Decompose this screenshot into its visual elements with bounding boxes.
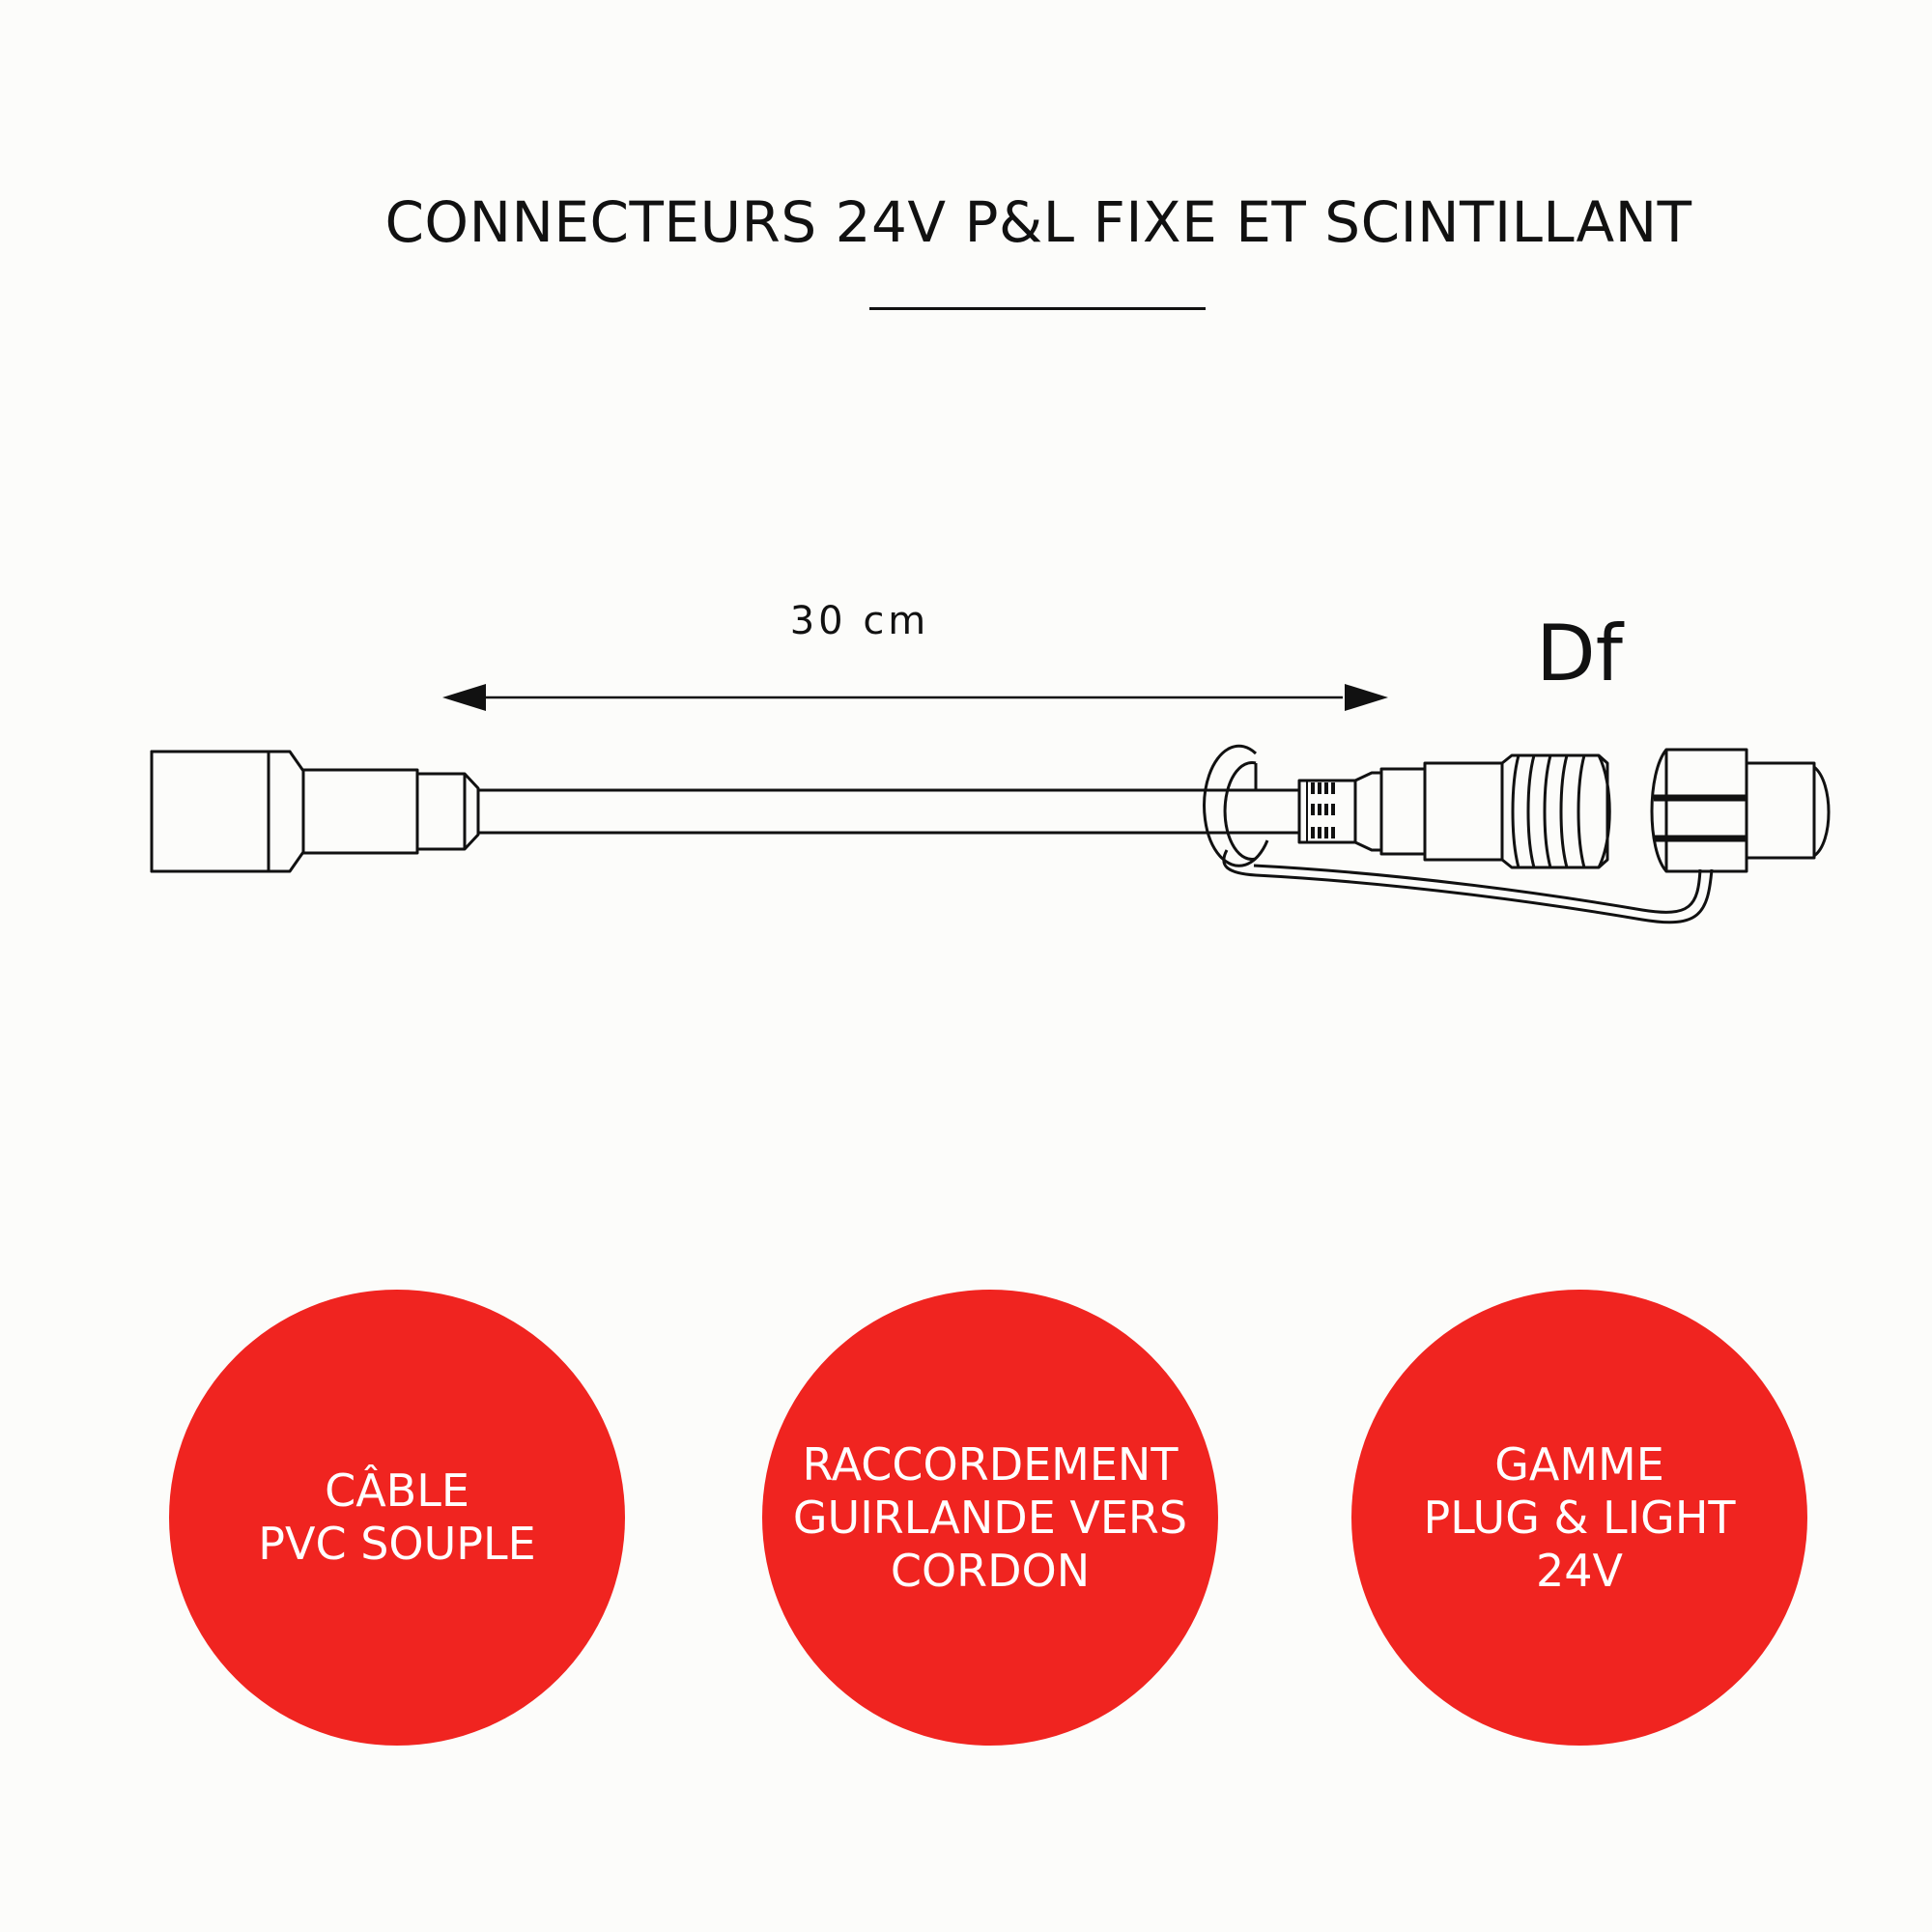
- male-connector: [1297, 753, 1611, 869]
- badge-cable-text: CÂBLE PVC SOUPLE: [258, 1464, 536, 1570]
- cable: [478, 788, 1299, 835]
- title-underline: [869, 307, 1206, 310]
- badge-range: GAMME PLUG & LIGHT 24V: [1351, 1290, 1807, 1746]
- connector-code-label: Df: [1536, 609, 1623, 698]
- end-cap: [1650, 748, 1831, 873]
- dimension-label: 30 cm: [789, 599, 930, 643]
- badge-cable: CÂBLE PVC SOUPLE: [169, 1290, 625, 1746]
- badge-connection: RACCORDEMENT GUIRLANDE VERS CORDON: [762, 1290, 1218, 1746]
- tether-strap: [1222, 849, 1714, 924]
- page-title: CONNECTEURS 24V P&L FIXE ET SCINTILLANT: [384, 189, 1692, 255]
- badge-connection-text: RACCORDEMENT GUIRLANDE VERS CORDON: [792, 1437, 1188, 1597]
- dimension-arrow: [442, 684, 1388, 711]
- left-connector: [150, 750, 480, 873]
- connector-grooves: [1311, 782, 1335, 838]
- badge-range-text: GAMME PLUG & LIGHT 24V: [1423, 1437, 1736, 1597]
- cable-ring: [1203, 744, 1269, 867]
